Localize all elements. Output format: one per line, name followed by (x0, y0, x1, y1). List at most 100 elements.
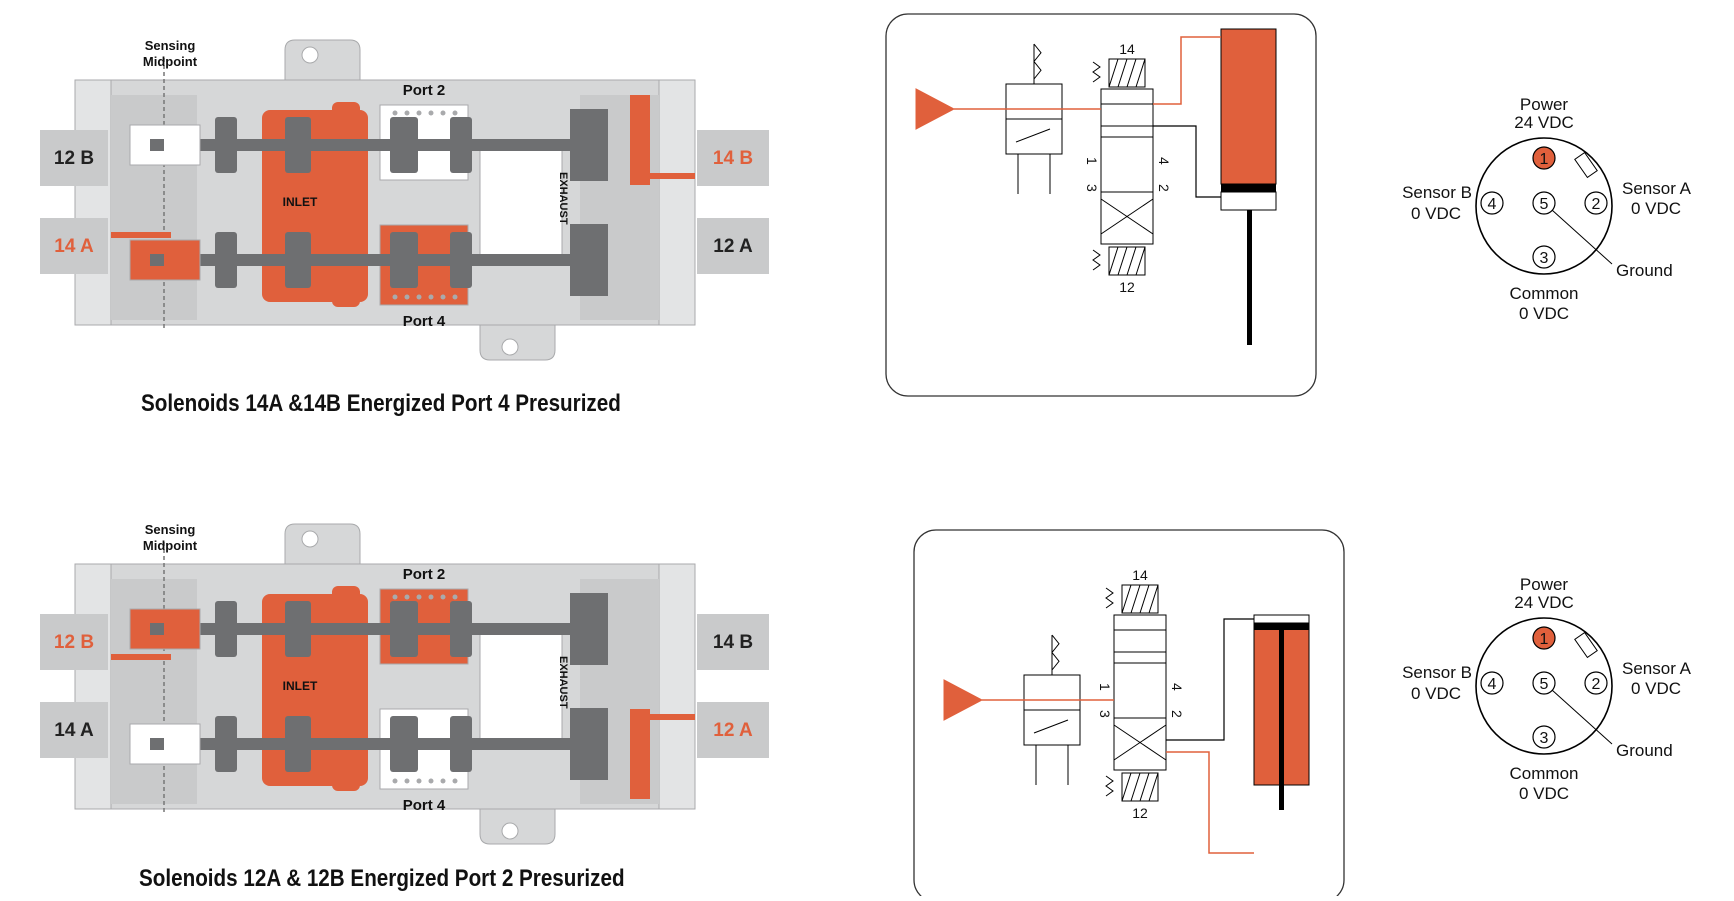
cylinder-piston (1254, 623, 1309, 630)
port-2-dot (452, 594, 458, 600)
spool-land (450, 601, 472, 657)
main-valve-mid (1113, 662, 1167, 719)
inlet-label: INLET (283, 195, 318, 209)
sensing-label: Sensing (145, 38, 196, 53)
sensor-b-voltage: 0 VDC (1411, 684, 1461, 703)
solenoid-12b-box (40, 614, 108, 670)
left-end-cap (74, 563, 112, 810)
supply-valve-upper (1023, 674, 1081, 711)
port-2-dot (428, 594, 434, 600)
common-voltage: 0 VDC (1519, 304, 1569, 323)
right-top-line (630, 173, 695, 179)
port-2-dot (416, 594, 422, 600)
bottom-lug (479, 319, 556, 361)
inlet-column (332, 102, 360, 307)
port-1-label: 1 (1097, 683, 1113, 691)
top-lug (284, 523, 361, 565)
port-1-label: 1 (1084, 157, 1100, 165)
pin-4-number: 4 (1488, 196, 1497, 213)
right-end-cap (658, 79, 696, 326)
common-label: Common (1510, 764, 1579, 783)
main-valve-top (1113, 614, 1167, 664)
port-4-dot (392, 778, 398, 784)
right-bottom-line (630, 714, 695, 720)
coil-14-stroke (1117, 58, 1128, 88)
port-4-dot (404, 294, 410, 300)
exhaust-label: EXHAUST (557, 656, 569, 709)
spring-12 (1105, 775, 1114, 797)
top-lug (284, 39, 361, 81)
midpoint-label: Midpoint (143, 54, 198, 69)
spool-land (390, 601, 418, 657)
coil-12-stroke (1121, 772, 1132, 802)
port-4-dot (440, 778, 446, 784)
pin-3-number: 3 (1540, 250, 1549, 267)
supply-valve-arrow (1015, 128, 1051, 143)
port-12-label: 12 (1132, 805, 1148, 821)
top-lug-hole (301, 530, 319, 548)
solenoid-12a-label: 12 A (713, 720, 753, 741)
spring-12 (1092, 249, 1101, 271)
left-top-line (111, 654, 171, 660)
supply-valve-spring (1033, 43, 1042, 80)
spool-land (215, 232, 237, 288)
port-2-label: Port 2 (403, 82, 446, 99)
midpoint-label: Midpoint (143, 538, 198, 553)
pin-3 (1532, 245, 1556, 269)
sensor-b-label: Sensor B (1402, 663, 1472, 682)
port-4-label: Port 4 (403, 797, 446, 814)
pin-4-number: 4 (1488, 676, 1497, 693)
caption-1: Solenoids 14A &14B Energized Port 4 Pres… (141, 390, 621, 417)
common-voltage: 0 VDC (1519, 784, 1569, 803)
right-end-cap (658, 563, 696, 810)
port-14-label: 14 (1132, 567, 1148, 583)
pin-4 (1480, 671, 1504, 695)
coil-12-stroke (1108, 246, 1119, 276)
port-4-label: Port 4 (403, 313, 446, 330)
ground-label: Ground (1616, 261, 1673, 280)
coil-12-stroke (1148, 772, 1159, 802)
port-2-dot (392, 594, 398, 600)
solenoid-14a-box (40, 218, 108, 274)
supply-valve-spring (1051, 634, 1060, 671)
ground-leader (1551, 689, 1613, 745)
left-bottom-line (111, 232, 171, 238)
port-12-label: 12 (1119, 279, 1135, 295)
solenoid-14b-box (697, 614, 769, 670)
right-bottom-pressure (630, 709, 650, 799)
main-valve-bottom (1113, 717, 1167, 771)
bottom-lug-hole (501, 338, 519, 356)
sensing-rod (150, 738, 164, 750)
pin-1 (1532, 626, 1556, 650)
port-4-label: 4 (1156, 157, 1172, 165)
solenoid-12b-box (40, 130, 108, 186)
spool-land (285, 232, 311, 288)
port-2-dot (416, 110, 422, 116)
line-to-cap-end (1153, 36, 1221, 105)
end-piston (570, 708, 608, 780)
supply-valve-upper (1005, 83, 1063, 120)
cylinder-pressurized (1220, 28, 1277, 185)
coil-14-stroke (1121, 584, 1132, 614)
pin-5 (1532, 671, 1556, 695)
end-piston (570, 224, 608, 296)
main-valve-top (1100, 88, 1154, 138)
pin-5-number: 5 (1540, 676, 1549, 693)
power-voltage: 24 VDC (1514, 593, 1574, 612)
coil-14-stroke (1126, 58, 1137, 88)
main-valve-mid (1100, 136, 1154, 193)
supply-valve-lower (1005, 118, 1063, 155)
supply-valve-lower (1023, 709, 1081, 746)
bottom-lug-hole (501, 822, 519, 840)
port-4-dot (404, 778, 410, 784)
spool-rod (200, 139, 570, 151)
coil-12-stroke (1130, 772, 1141, 802)
spool-land (215, 601, 237, 657)
left-piston-cavity (129, 124, 201, 166)
spool-rod (200, 623, 570, 635)
power-voltage: 24 VDC (1514, 113, 1574, 132)
